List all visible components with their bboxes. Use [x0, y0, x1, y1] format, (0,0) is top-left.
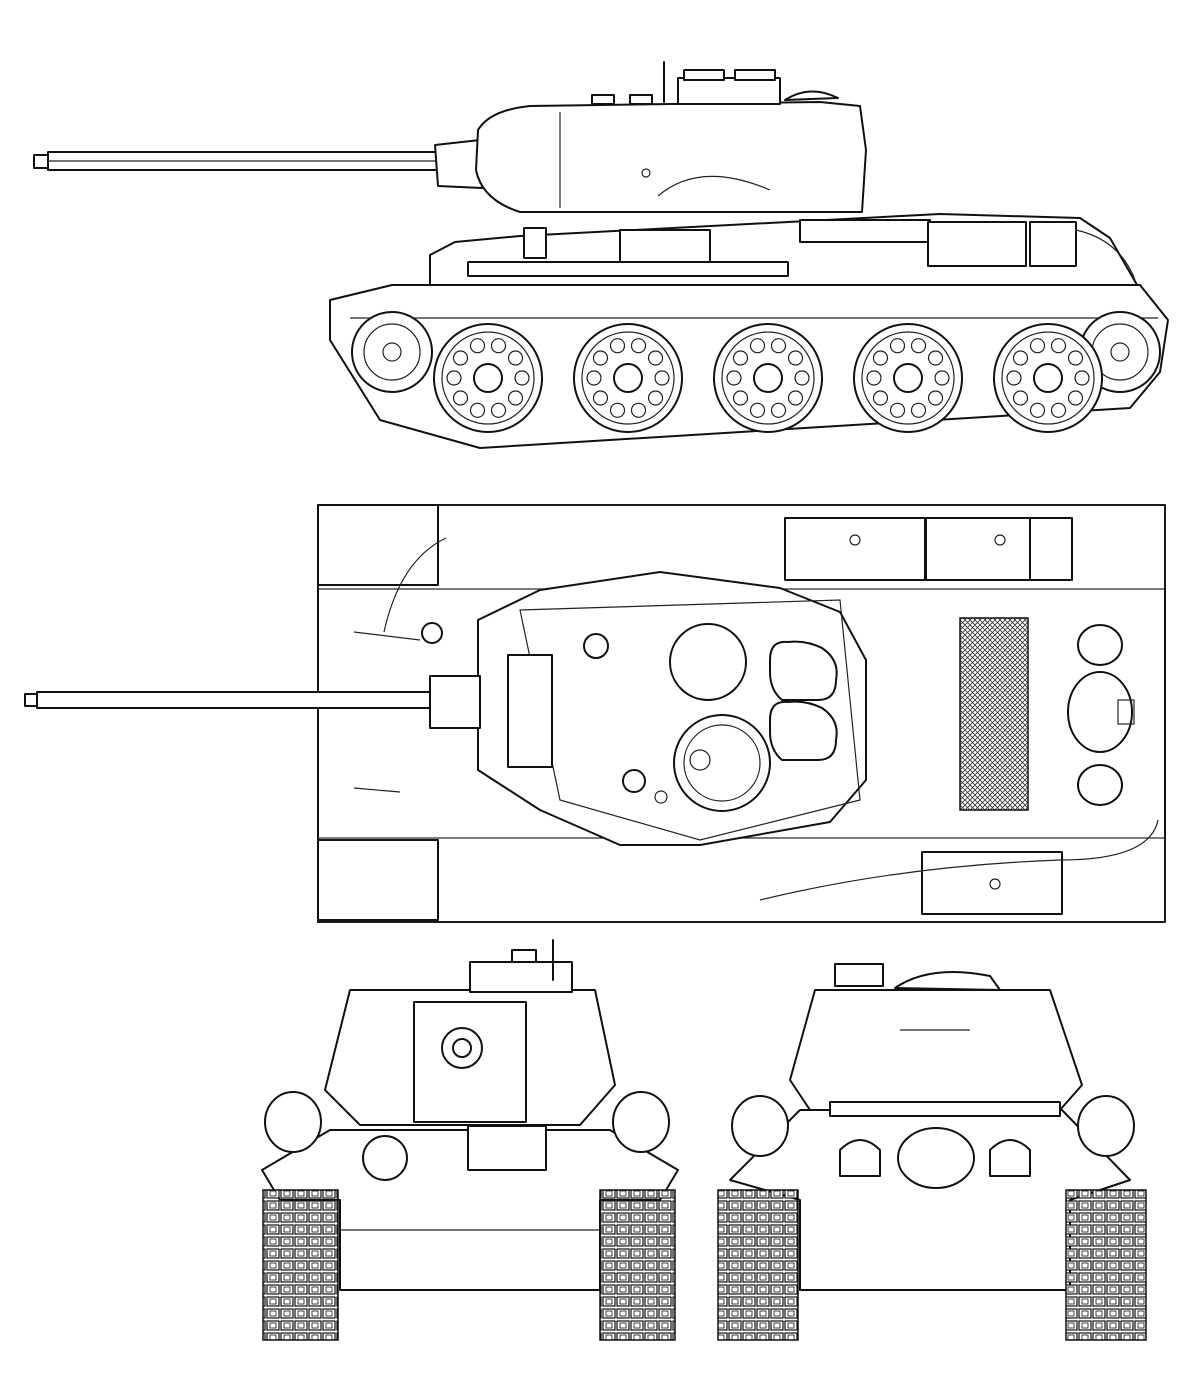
rear-lights — [731, 1095, 1135, 1157]
road-wheels — [433, 323, 1103, 433]
rear-turret — [789, 989, 1083, 1111]
front-view — [261, 939, 679, 1341]
commander-hatch — [673, 714, 771, 812]
gun-barrel — [33, 151, 439, 171]
transmission-hatch — [897, 1127, 975, 1189]
commander-cupola — [591, 61, 839, 105]
road-wheel — [433, 323, 543, 433]
fender-fuel-tanks — [784, 517, 1073, 915]
road-wheel — [573, 323, 683, 433]
engine-grille — [959, 617, 1029, 811]
front-headlights — [264, 1091, 670, 1153]
road-wheel — [993, 323, 1103, 433]
rear-tracks — [717, 1189, 1147, 1341]
gun-mantlet — [434, 139, 483, 189]
loader-hatch — [669, 623, 747, 701]
side-view — [33, 61, 1169, 449]
idler-wheel — [351, 311, 433, 393]
front-gun-mantlet — [413, 1001, 527, 1123]
front-tracks — [262, 1189, 676, 1341]
road-wheel — [853, 323, 963, 433]
road-wheel — [713, 323, 823, 433]
rear-exhaust-covers — [839, 1139, 1031, 1177]
gun-barrel-top — [24, 675, 481, 729]
driver-hatch — [467, 1125, 547, 1171]
rear-view — [717, 963, 1147, 1341]
ventilator-domes — [769, 640, 838, 761]
turret — [475, 101, 867, 213]
transmission-access-hatches — [1067, 624, 1135, 806]
top-view — [24, 504, 1166, 923]
bow-machine-gun — [362, 1135, 408, 1181]
fuel-tank-side — [927, 221, 1077, 267]
